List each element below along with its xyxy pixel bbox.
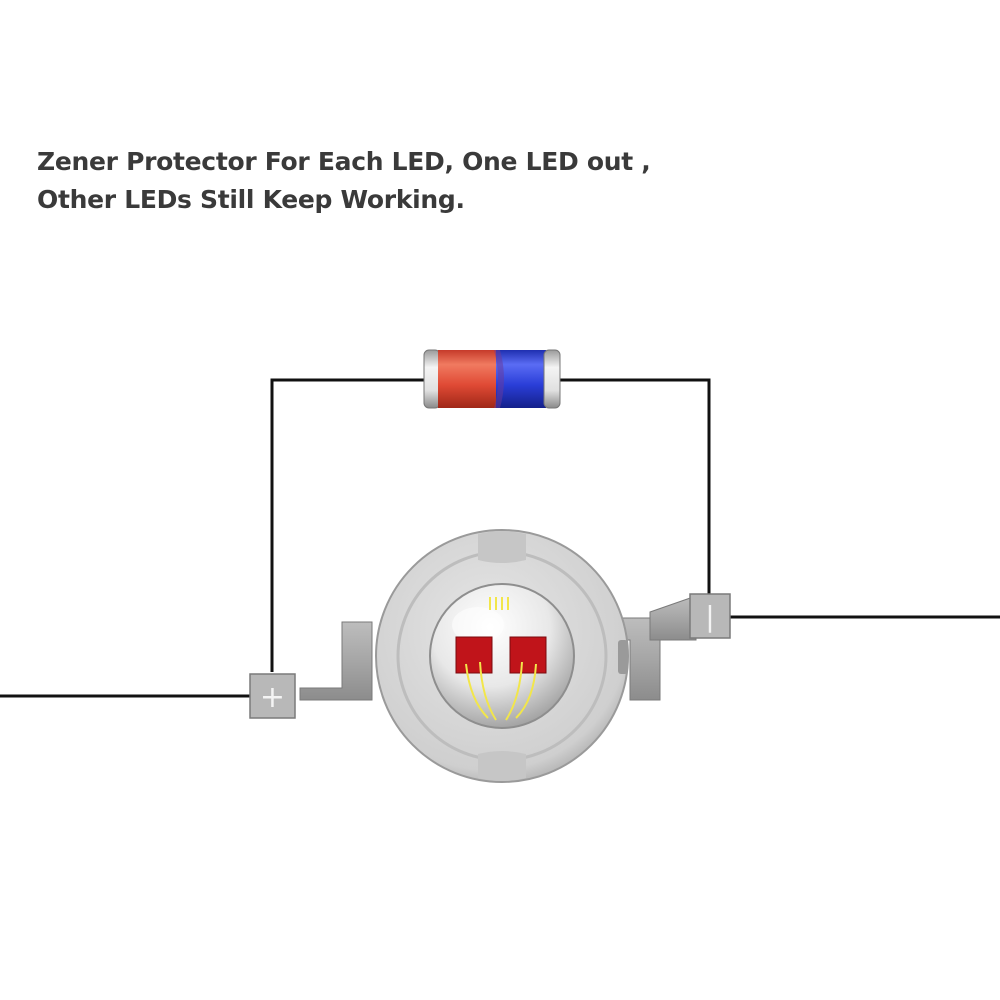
caption-line-2: Other LEDs Still Keep Working. — [37, 185, 465, 214]
housing-top-notch — [478, 531, 526, 563]
negative-terminal-label: | — [705, 600, 714, 633]
bond-pads-top — [489, 597, 509, 610]
wires — [0, 378, 1000, 698]
caption: Zener Protector For Each LED, One LED ou… — [37, 143, 937, 219]
wire-left-bypass — [270, 378, 428, 672]
led-package: + | — [249, 529, 731, 783]
negative-terminal-pad — [689, 593, 731, 639]
led-chip-left — [455, 636, 493, 674]
zener-band-boundary — [494, 350, 504, 408]
housing-bottom-notch — [478, 751, 526, 781]
zener-red-band — [438, 350, 498, 408]
zener-right-cap — [543, 349, 561, 409]
zener-blue-band — [496, 350, 546, 408]
bond-wires — [465, 661, 537, 721]
wire-right-bypass — [556, 378, 711, 596]
positive-terminal-label: + — [260, 680, 285, 715]
led-chip-right — [509, 636, 547, 674]
zener-diode — [423, 349, 561, 409]
caption-line-1: Zener Protector For Each LED, One LED ou… — [37, 147, 651, 176]
housing-side-slot — [618, 640, 628, 674]
zener-left-cap — [423, 349, 441, 409]
lens-highlight — [452, 607, 504, 643]
negative-lead-arm — [649, 595, 697, 641]
positive-lead — [299, 621, 373, 701]
positive-terminal-pad — [249, 673, 296, 719]
